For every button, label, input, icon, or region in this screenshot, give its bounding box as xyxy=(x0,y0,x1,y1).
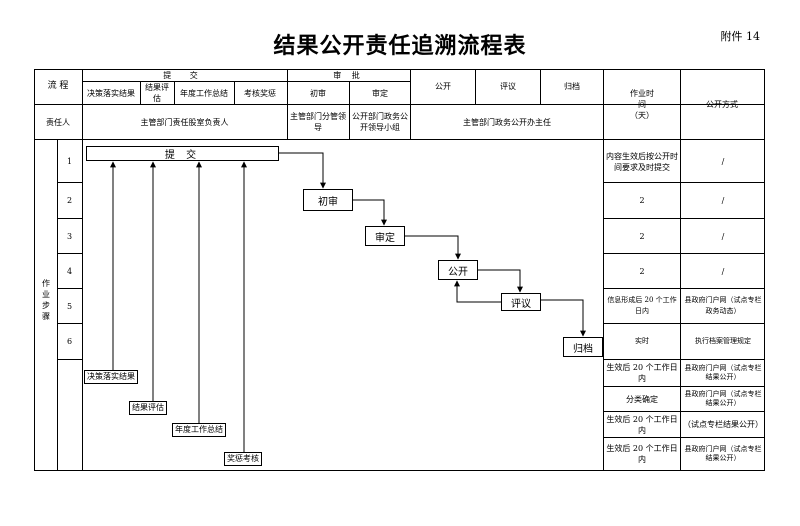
responsible-submitter: 主管部门责任股室负责人 xyxy=(140,117,229,127)
header-comment: 评议 xyxy=(500,82,516,91)
flow-node-archive: 归档 xyxy=(563,337,603,357)
publish-method-cell: 县政府门户网（试点专栏结果公开） xyxy=(684,445,762,462)
step-number: 3 xyxy=(66,231,73,241)
responsible-first-reviewer: 主管部门分管领导 xyxy=(290,112,346,132)
step-number: 2 xyxy=(66,196,73,205)
publish-method-cell: / xyxy=(721,231,725,241)
work-time-cell: 生效后 20 个工作日内 xyxy=(606,363,678,383)
work-time-cell: 信息形成后 20 个工作日内 xyxy=(607,296,677,315)
step-number: 5 xyxy=(66,301,73,311)
header-first-review: 初审 xyxy=(310,88,326,98)
header-approve: 审 批 xyxy=(333,70,364,80)
steps-label: 作业步骤 xyxy=(42,279,50,321)
work-time-cell: 实时 xyxy=(635,337,649,345)
responsible-reviewer: 公开部门政务公开领导小组 xyxy=(352,112,408,132)
publish-method-cell: 县政府门户网（试点专栏政务动态） xyxy=(684,296,762,315)
header-sub-evaluation: 结果评估 xyxy=(145,83,169,103)
responsible-label: 责任人 xyxy=(46,117,70,127)
work-time-cell: 内容生效后按公开时间要求及时提交 xyxy=(606,151,678,172)
publish-method-cell: 县政府门户网（试点专栏结果公开） xyxy=(684,364,762,381)
header-sub-assessment: 考核奖惩 xyxy=(244,88,276,98)
flow-node-first-review: 初审 xyxy=(303,189,353,211)
input-annual-summary: 年度工作总结 xyxy=(172,423,226,437)
publish-method-cell: / xyxy=(721,266,725,276)
header-review: 审定 xyxy=(372,88,388,98)
publish-method-cell: 执行档案管理规定 xyxy=(695,337,751,345)
publish-method-cell: / xyxy=(721,196,725,205)
header-publish: 公开 xyxy=(435,82,451,91)
work-time-cell: 分类确定 xyxy=(626,394,658,404)
work-time-cell: 2 xyxy=(639,266,645,276)
flow-node-review: 审定 xyxy=(365,226,405,246)
responsible-office: 主管部门政务公开办主任 xyxy=(463,117,551,127)
flow-node-comment: 评议 xyxy=(501,293,541,311)
work-time-cell: 2 xyxy=(639,231,645,241)
step-number: 1 xyxy=(66,156,73,166)
header-publish-method: 公开方式 xyxy=(706,99,738,109)
header-submit: 提 交 xyxy=(163,70,206,80)
attachment-label: 附件 14 xyxy=(720,30,761,43)
header-flow: 流 程 xyxy=(47,81,69,91)
work-time-cell: 生效后 20 个工作日内 xyxy=(606,414,678,435)
page-title: 结果公开责任追溯流程表 xyxy=(273,34,527,59)
step-number: 4 xyxy=(66,266,73,276)
header-work-time: 作业时间（天） xyxy=(630,88,654,120)
input-assessment: 奖惩考核 xyxy=(224,452,262,466)
work-time-cell: 2 xyxy=(639,196,645,205)
publish-method-cell: （试点专栏结果公开） xyxy=(683,420,763,429)
header-sub-annual: 年度工作总结 xyxy=(180,88,228,98)
flow-node-publish: 公开 xyxy=(438,260,478,280)
header-archive: 归档 xyxy=(564,82,580,91)
step-number: 6 xyxy=(66,337,73,346)
work-time-cell: 生效后 20 个工作日内 xyxy=(606,444,678,464)
publish-method-cell: 县政府门户网（试点专栏结果公开） xyxy=(684,390,762,407)
input-result-evaluation: 结果评估 xyxy=(129,401,167,415)
input-decision-results: 决策落实结果 xyxy=(84,370,138,384)
header-sub-decision: 决策落实结果 xyxy=(87,88,135,98)
publish-method-cell: / xyxy=(721,157,725,166)
flow-node-submit: 提 交 xyxy=(86,146,279,161)
